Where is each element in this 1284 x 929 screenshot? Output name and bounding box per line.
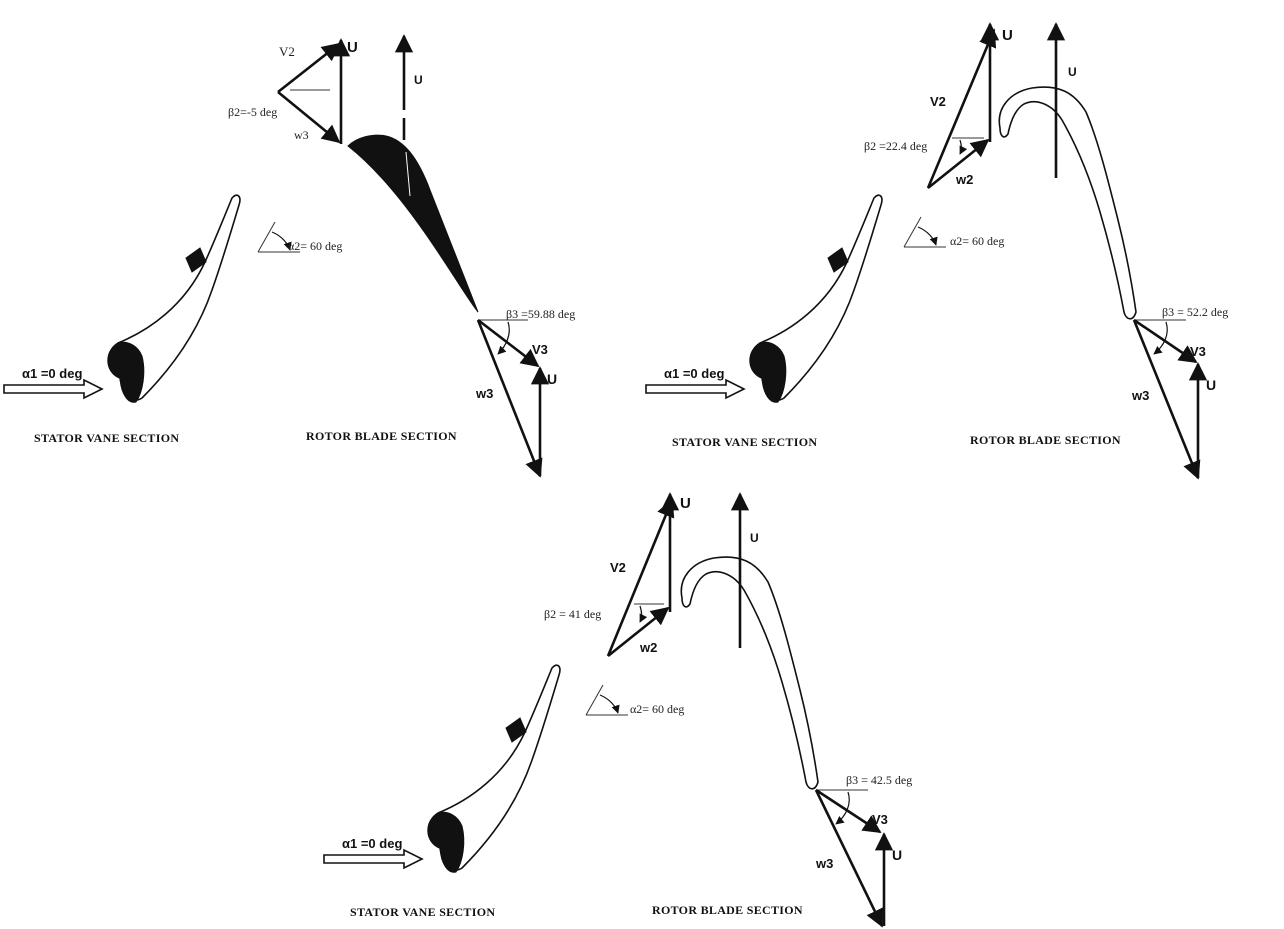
w-inlet-vector bbox=[927, 138, 990, 190]
alpha2-angle-marker bbox=[903, 216, 946, 248]
w-inlet-vector bbox=[607, 606, 670, 658]
w-inlet-label: w2 bbox=[955, 172, 973, 187]
v3-label: V3 bbox=[1190, 344, 1206, 359]
stator-caption: STATOR VANE SECTION bbox=[350, 905, 495, 919]
v3-label: V3 bbox=[532, 342, 548, 357]
stator-vane bbox=[749, 194, 883, 403]
v3-vector bbox=[815, 788, 882, 834]
alpha2-angle-marker bbox=[257, 221, 300, 253]
w-inlet-label: w3 bbox=[294, 128, 309, 142]
w-inlet-vector bbox=[277, 90, 341, 144]
stator-vane bbox=[107, 194, 241, 403]
beta2-label: β2=-5 deg bbox=[228, 105, 277, 119]
alpha1-label: α1 =0 deg bbox=[22, 366, 82, 381]
alpha2-angle-marker bbox=[585, 684, 628, 716]
u-axis-label: U bbox=[750, 531, 759, 545]
beta2-label: β2 =22.4 deg bbox=[864, 139, 927, 153]
rotor-caption: ROTOR BLADE SECTION bbox=[652, 903, 803, 917]
u-bottom-label: U bbox=[892, 847, 902, 863]
u-bottom-label: U bbox=[1206, 377, 1216, 393]
alpha2-label: α2= 60 deg bbox=[950, 234, 1004, 248]
u-axis-label: U bbox=[414, 73, 423, 87]
rotor-blade-solid bbox=[347, 134, 479, 313]
stator-vane bbox=[427, 664, 561, 873]
w3-label: w3 bbox=[475, 386, 493, 401]
u-bottom-label: U bbox=[547, 371, 557, 387]
outlet-velocity-triangle bbox=[1132, 318, 1208, 480]
w3-vector bbox=[814, 789, 884, 928]
inlet-velocity-triangle bbox=[606, 492, 680, 658]
u-axis-label: U bbox=[1068, 65, 1077, 79]
beta3-label: β3 =59.88 deg bbox=[506, 307, 575, 321]
v2-vector bbox=[926, 28, 997, 189]
alpha1-label: α1 =0 deg bbox=[664, 366, 724, 381]
v2-label: V2 bbox=[610, 560, 626, 575]
beta3-label: β3 = 52.2 deg bbox=[1162, 305, 1228, 319]
alpha2-label: α2= 60 deg bbox=[288, 239, 342, 253]
w3-label: w3 bbox=[1131, 388, 1149, 403]
inlet-flow-arrow bbox=[3, 378, 104, 400]
w-inlet-label: w2 bbox=[639, 640, 657, 655]
alpha2-label: α2= 60 deg bbox=[630, 702, 684, 716]
v3-vector bbox=[477, 318, 540, 368]
panel-2: α1 =0 deg α2= 60 deg V2 U β2 =22.4 deg w… bbox=[645, 22, 1228, 480]
beta2-label: β2 = 41 deg bbox=[544, 607, 601, 621]
inlet-velocity-triangle bbox=[926, 22, 1000, 190]
v2-vector bbox=[277, 42, 341, 94]
rotor-caption: ROTOR BLADE SECTION bbox=[970, 433, 1121, 447]
rotor-caption: ROTOR BLADE SECTION bbox=[306, 429, 457, 443]
u-top-label: U bbox=[680, 495, 691, 512]
inlet-velocity-triangle bbox=[277, 38, 351, 144]
outlet-velocity-triangle bbox=[814, 788, 894, 928]
panel-3: α1 =0 deg α2= 60 deg V2 U β2 = 41 deg w2… bbox=[323, 492, 912, 928]
u-top-label: U bbox=[347, 39, 358, 56]
outlet-velocity-triangle bbox=[476, 318, 550, 478]
rotor-blade-meshed bbox=[680, 556, 819, 790]
w3-vector bbox=[476, 319, 543, 478]
u-top-label: U bbox=[1002, 27, 1013, 44]
w3-label: w3 bbox=[815, 856, 833, 871]
stator-caption: STATOR VANE SECTION bbox=[34, 431, 179, 445]
inlet-flow-arrow bbox=[645, 378, 746, 400]
v2-vector bbox=[606, 498, 675, 657]
v2-label: V2 bbox=[279, 44, 295, 59]
inlet-flow-arrow bbox=[323, 848, 424, 870]
alpha1-label: α1 =0 deg bbox=[342, 836, 402, 851]
stator-caption: STATOR VANE SECTION bbox=[672, 435, 817, 449]
w3-vector bbox=[1132, 319, 1201, 480]
beta3-label: β3 = 42.5 deg bbox=[846, 773, 912, 787]
v2-label: V2 bbox=[930, 94, 946, 109]
v3-label: V3 bbox=[872, 812, 888, 827]
rotor-blade-meshed bbox=[998, 86, 1137, 320]
panel-1: α1 =0 deg α2= 60 deg V2 U β2=-5 deg w3 U bbox=[3, 34, 575, 478]
